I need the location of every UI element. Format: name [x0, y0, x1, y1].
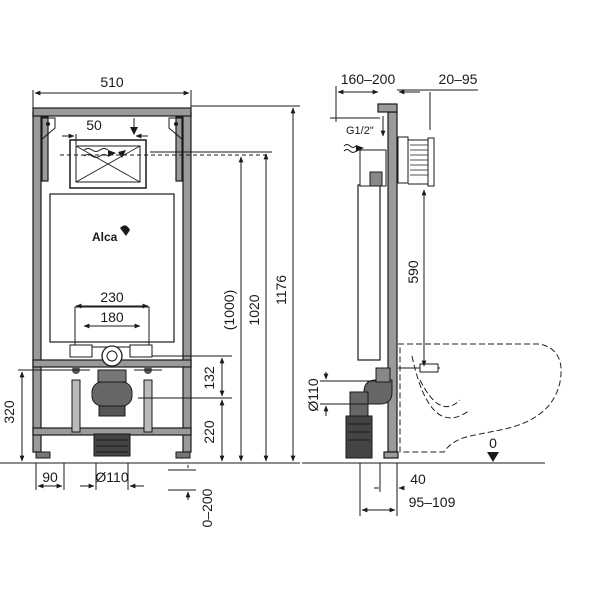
dim-height-bolts: 132 [201, 366, 217, 390]
cistern-body [49, 193, 175, 343]
dim-height-plate: (1000) [221, 290, 237, 330]
inlet-label: G1/2" [346, 125, 374, 137]
front-view: Alca [0, 74, 300, 527]
bracket-tr [168, 117, 184, 141]
dim-offset-40: 40 [410, 471, 426, 487]
side-foot [383, 451, 399, 459]
side-frame-top [377, 103, 398, 113]
wc-bowl-outline [398, 343, 562, 453]
inner-post-right [175, 116, 183, 182]
dim-leg-adjust: 0–200 [199, 488, 215, 527]
side-drain-bend [345, 367, 393, 459]
dim-height-total: 1176 [273, 275, 289, 305]
side-water-inlet-icon [343, 144, 364, 153]
dim-height-inlet: 590 [405, 260, 421, 284]
logo-text: Alca [92, 230, 118, 244]
side-flush-plate [397, 136, 409, 184]
floor-level-label: 0 [489, 435, 497, 451]
flush-plate-inner [75, 145, 141, 183]
dim-plate-depth: 20–95 [439, 71, 478, 87]
connector-left [69, 344, 93, 358]
dim-plate-offset: 50 [86, 117, 102, 133]
dim-drain-diameter-side: Ø110 [305, 378, 321, 411]
side-cistern [357, 184, 381, 361]
dim-leg-width: 90 [42, 469, 58, 485]
water-inlet-icon [83, 148, 126, 158]
floor-level-icon [487, 452, 499, 462]
side-plate-box [408, 139, 429, 185]
drain-pipe [91, 369, 133, 457]
side-view: G1/2" 160–200 20–95 590 [302, 71, 562, 516]
dim-depth-range: 160–200 [341, 71, 396, 87]
dim-bolt-outer: 230 [100, 289, 124, 305]
connector-right [129, 344, 153, 358]
bracket-tl [40, 117, 56, 141]
dim-bolt-inner: 180 [100, 309, 124, 325]
alca-logo: Alca [92, 225, 130, 244]
dim-height-frame: 1020 [246, 294, 262, 325]
inner-post-left [41, 116, 49, 182]
dim-drain-diameter-front: Ø110 [95, 469, 128, 485]
leg-support-right [143, 379, 153, 433]
dim-height-drain: 320 [1, 400, 17, 424]
flush-outlet [101, 345, 123, 367]
dim-offset-range: 95–109 [409, 494, 456, 510]
dim-height-mid: 220 [201, 420, 217, 444]
dim-width-total: 510 [100, 74, 124, 90]
foot-right [175, 451, 191, 459]
leg-support-left [71, 379, 81, 433]
foot-left [35, 451, 51, 459]
mounting-bolts [62, 366, 162, 374]
